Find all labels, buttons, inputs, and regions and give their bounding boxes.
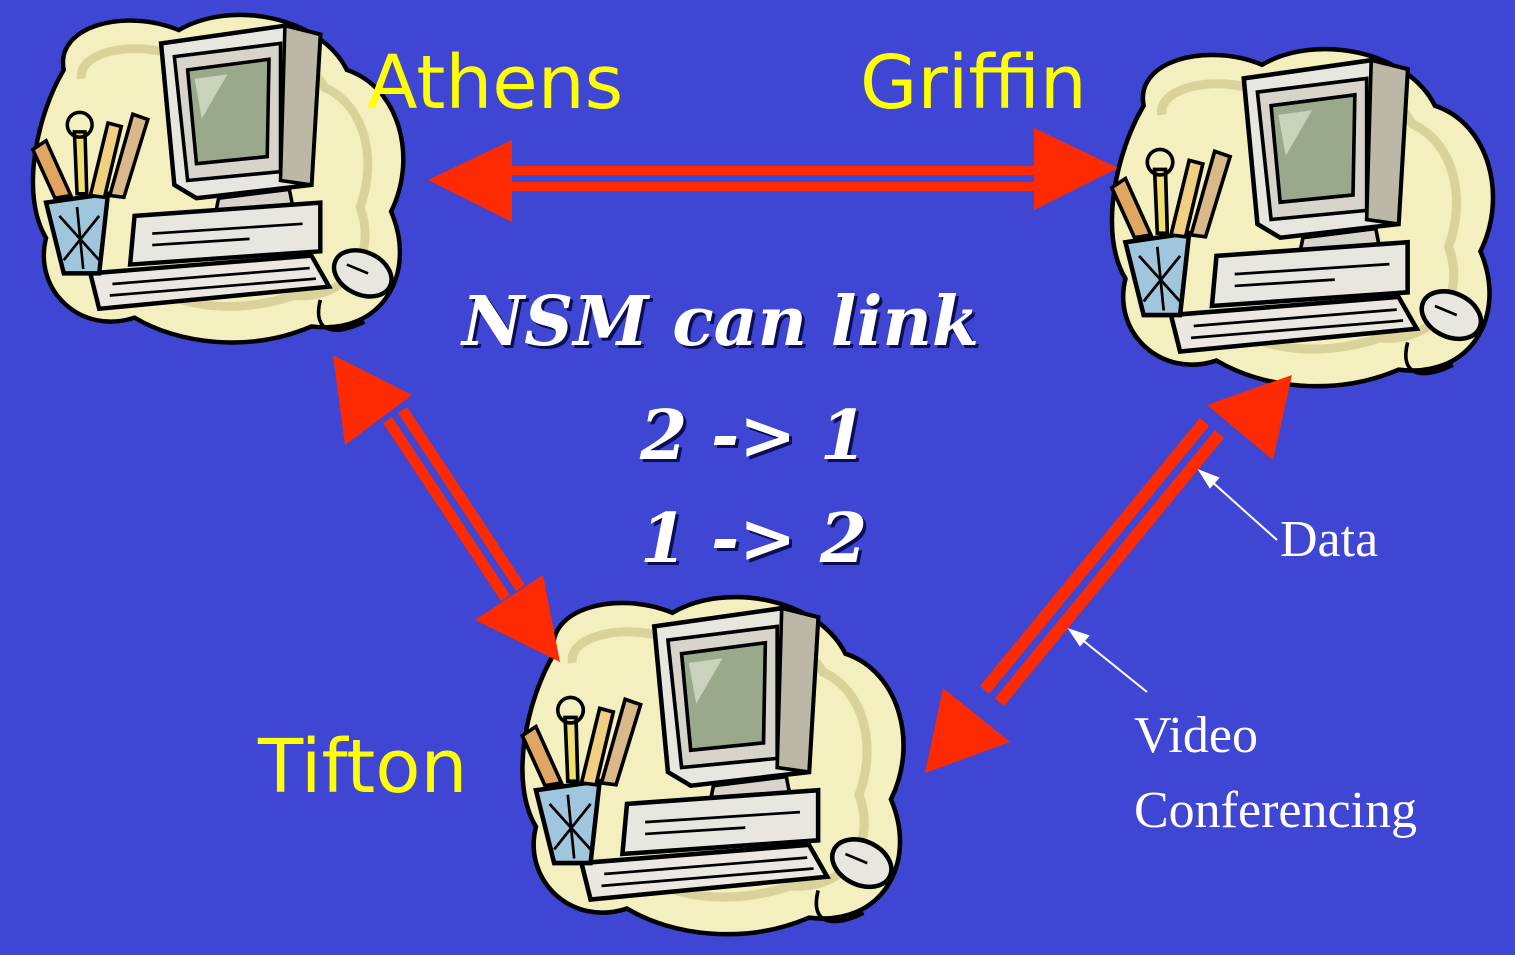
griffin-tifton-link-arrow [925,375,1292,773]
athens-computer-icon [33,15,403,343]
griffin-computer-icon [1112,49,1493,386]
headline-line-2: 2 -> 1 [640,396,868,476]
tifton-label: Tifton [258,724,468,810]
athens-griffin-link-arrow [428,128,1118,222]
griffin-label: Griffin [860,40,1087,126]
headline-line-1: NSM can link [462,282,980,362]
tifton-computer-icon [522,597,903,934]
data-annotation: Data [1280,511,1379,568]
video-annotation-line-1: Video [1134,707,1258,764]
data-pointer [1197,468,1278,541]
video-annotation-line-2: Conferencing [1134,782,1418,839]
headline-line-3: 1 -> 2 [640,499,868,579]
video-pointer [1067,628,1148,693]
athens-tifton-link-arrow [333,355,560,662]
athens-label: Athens [367,40,624,126]
